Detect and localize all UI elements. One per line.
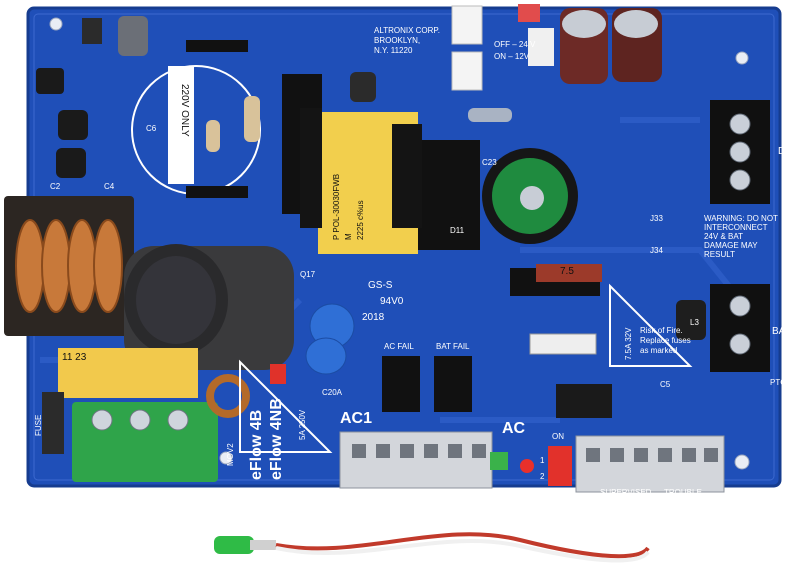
led-indicator-cable: [214, 532, 650, 563]
ac1-label: AC1: [340, 410, 373, 427]
input-rating-label: 220V ONLY: [179, 84, 190, 137]
bat-fail-label: BAT FAIL: [436, 342, 470, 351]
ref-c6: C6: [146, 124, 157, 133]
fuse-rating-label: 5A 250V: [298, 409, 307, 440]
output-terminal-blocks[interactable]: [339, 431, 725, 493]
small-capacitor: [118, 16, 148, 56]
maker-line-2: BROOKLYN,: [374, 36, 421, 45]
y-capacitors: [305, 303, 355, 375]
terminal-l-label: L: [118, 488, 124, 499]
mount-hole: [735, 51, 749, 65]
fail-relays: [382, 356, 472, 412]
voltage-select-24v: OFF – 24 V: [494, 40, 536, 49]
ul-mark: 94V0: [380, 296, 404, 307]
maker-line-3: N.Y. 11220: [374, 46, 413, 55]
ref-j33: J33: [650, 214, 663, 223]
opto-relays: [451, 4, 554, 91]
model-label-4nb: eFlow 4NB: [268, 398, 285, 480]
ref-l3: L3: [690, 318, 699, 327]
fuse-warning-1: Risk of Fire.: [640, 326, 683, 335]
220v-label-box: [168, 66, 194, 184]
ref-d11: D11: [450, 226, 465, 235]
ref-mov2: MOV2: [226, 443, 235, 466]
dc-label: DC: [778, 146, 793, 157]
header-connector: [529, 333, 597, 355]
bulk-capacitor: [124, 244, 294, 370]
ref-c23: C23: [482, 158, 497, 167]
output-label-trouble: TROUBLE: [664, 488, 702, 497]
bat-label: BAT: [772, 326, 791, 337]
mount-hole: [734, 454, 750, 470]
fire-warning-triangle: [609, 283, 693, 367]
switch-on-label: ON: [552, 432, 564, 441]
dip-switch[interactable]: [548, 446, 572, 486]
ref-c20a: C20A: [322, 388, 343, 397]
ref-c4: C4: [104, 182, 115, 191]
output-label-supervised: SUPERVISED: [600, 488, 652, 497]
x-cap-date: 11 23: [62, 352, 87, 363]
output-capacitors: [350, 8, 706, 340]
switch-1-label: 1: [540, 456, 545, 465]
warning-line-2: INTERCONNECT: [704, 223, 768, 232]
ref-q17: Q17: [300, 270, 316, 279]
status-led-red-2: [270, 364, 286, 384]
transformer-text-2: M: [344, 233, 353, 240]
terminal-n-label: N: [194, 488, 202, 499]
ref-ptc1: PTC1: [770, 378, 791, 387]
ac-fail-label: AC FAIL: [384, 342, 414, 351]
warning-line-4: DAMAGE MAY: [704, 241, 758, 250]
battery-fuse: [536, 264, 602, 282]
x-capacitor: [58, 348, 198, 398]
ac-label: AC: [502, 420, 526, 437]
transistors: [36, 18, 102, 178]
terminal-g-label: G: [156, 488, 164, 499]
transformer-text-1: P POL-30030FWB: [332, 173, 341, 240]
ref-j34: J34: [650, 246, 663, 255]
resistors: [206, 96, 512, 152]
status-led-green: [490, 452, 508, 470]
ac-input-terminal-block[interactable]: [72, 402, 218, 482]
dc-terminal-block[interactable]: [710, 100, 770, 204]
fuse-warning-rating: 7.5A 32V: [624, 327, 633, 360]
mount-hole: [49, 17, 63, 31]
voltage-select-12v: ON – 12V: [494, 52, 530, 61]
ref-c5: C5: [660, 380, 671, 389]
ref-c2: C2: [50, 182, 61, 191]
bat-terminal-block[interactable]: [710, 284, 770, 372]
small-toroid: [206, 374, 250, 418]
warning-line-5: RESULT: [704, 250, 735, 259]
warning-line-1: WARNING: DO NOT: [704, 214, 778, 223]
maker-line-1: ALTRONIX CORP.: [374, 26, 440, 35]
ref-fuse: FUSE: [34, 414, 43, 436]
mount-hole: [219, 451, 233, 465]
gs-mark: GS-S: [368, 280, 393, 291]
line-filter-choke: [4, 196, 134, 336]
model-label-4b: eFlow 4B: [248, 409, 265, 480]
switch-2-label: 2: [540, 472, 545, 481]
transformer-text-3: 2225 c%us: [356, 200, 365, 240]
date-code: 2018: [362, 312, 385, 323]
fuse-warning-3: as marked: [640, 346, 678, 355]
status-led-red: [520, 459, 534, 473]
ac-fuse-holder: [42, 392, 64, 454]
fuse-value-label: 7.5: [560, 266, 574, 277]
ic-chip: [556, 384, 612, 418]
warning-line-3: 24V & BAT: [704, 232, 743, 241]
fuse-warning-2: Replace fuses: [640, 336, 691, 345]
